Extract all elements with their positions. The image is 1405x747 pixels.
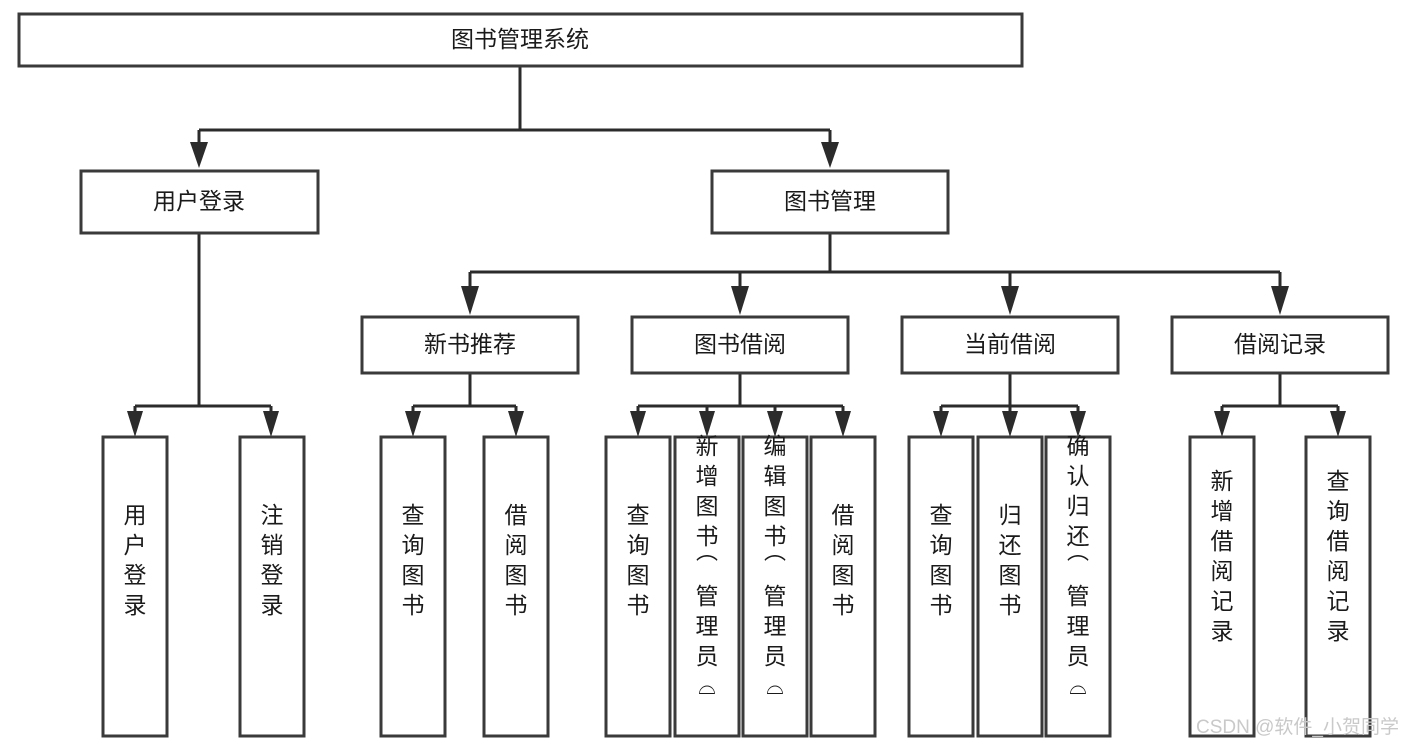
node-book-borrow[interactable]: 图书借阅 xyxy=(630,315,850,375)
node-leaf-borrow-book[interactable]: 借阅图书 xyxy=(809,435,877,738)
arrow-head-icon xyxy=(821,142,839,168)
node-book-borrow-label: 图书借阅 xyxy=(694,331,786,357)
arrow-head-icon xyxy=(1330,411,1346,437)
node-leaf-confirm-return-admin[interactable]: 确认归还⌒管理员⌓ xyxy=(1044,433,1112,738)
node-leaf-query-borrow-record[interactable]: 查询借阅记录 xyxy=(1304,435,1372,738)
node-borrow-records-label: 借阅记录 xyxy=(1234,331,1326,357)
node-leaf-query-book-current[interactable]: 查询图书 xyxy=(907,435,975,738)
watermark-label: CSDN @软件_小贺同学 xyxy=(1196,716,1399,738)
node-current-borrow[interactable]: 当前借阅 xyxy=(900,315,1120,375)
arrow-head-icon xyxy=(1070,411,1086,437)
node-book-management[interactable]: 图书管理 xyxy=(710,169,950,235)
node-current-borrow-label: 当前借阅 xyxy=(964,331,1056,357)
node-leaf-query-book-current-label: 查询图书 xyxy=(930,502,953,618)
connector-currentborrow-to-leaves xyxy=(933,373,1086,437)
node-leaf-edit-book-admin-label: 编辑图书⌒管理员⌓ xyxy=(764,433,787,699)
node-new-book-recommend-label: 新书推荐 xyxy=(424,331,516,357)
node-leaf-edit-book-admin[interactable]: 编辑图书⌒管理员⌓ xyxy=(741,433,809,738)
node-leaf-confirm-return-admin-label: 确认归还⌒管理员⌓ xyxy=(1067,433,1090,699)
node-leaf-borrow-book-recommend-label: 借阅图书 xyxy=(505,502,528,618)
arrow-head-icon xyxy=(405,411,421,437)
arrow-head-icon xyxy=(1002,411,1018,437)
node-leaf-query-borrow-record-label: 查询借阅记录 xyxy=(1327,468,1350,644)
arrow-head-icon xyxy=(1001,286,1019,315)
connector-bookmgmt-to-level3 xyxy=(461,233,1289,315)
node-borrow-records[interactable]: 借阅记录 xyxy=(1170,315,1390,375)
arrow-head-icon xyxy=(461,286,479,315)
arrow-head-icon xyxy=(699,411,715,437)
arrow-head-icon xyxy=(630,411,646,437)
node-leaf-borrow-book-recommend[interactable]: 借阅图书 xyxy=(482,435,550,738)
arrow-head-icon xyxy=(190,142,208,168)
node-leaf-borrow-book-label: 借阅图书 xyxy=(832,502,855,618)
node-leaf-query-book-recommend-label: 查询图书 xyxy=(402,502,425,618)
node-leaf-add-book-admin-label: 新增图书⌒管理员⌓ xyxy=(696,433,719,699)
node-leaf-logout[interactable]: 注销登录 xyxy=(238,435,306,738)
arrow-head-icon xyxy=(933,411,949,437)
arrow-head-icon xyxy=(263,411,279,437)
node-leaf-query-book-recommend[interactable]: 查询图书 xyxy=(379,435,447,738)
node-leaf-add-borrow-record[interactable]: 新增借阅记录 xyxy=(1188,435,1256,738)
connector-borrowrecords-to-leaves xyxy=(1214,373,1346,437)
arrow-head-icon xyxy=(767,411,783,437)
arrow-head-icon xyxy=(731,286,749,315)
node-leaf-query-book-label: 查询图书 xyxy=(627,502,650,618)
node-leaf-user-login[interactable]: 用户登录 xyxy=(101,435,169,738)
arrow-head-icon xyxy=(1214,411,1230,437)
node-new-book-recommend[interactable]: 新书推荐 xyxy=(360,315,580,375)
node-leaf-logout-label: 注销登录 xyxy=(261,502,284,618)
connector-root-to-level2 xyxy=(190,67,839,168)
arrow-head-icon xyxy=(508,411,524,437)
node-leaf-add-book-admin[interactable]: 新增图书⌒管理员⌓ xyxy=(673,433,741,738)
node-leaf-user-login-label: 用户登录 xyxy=(124,502,147,618)
node-leaf-return-book[interactable]: 归还图书 xyxy=(976,435,1044,738)
node-root-book-management-system[interactable]: 图书管理系统 xyxy=(17,12,1024,68)
node-leaf-return-book-label: 归还图书 xyxy=(999,502,1022,618)
connector-bookborrow-to-leaves xyxy=(630,373,851,437)
arrow-head-icon xyxy=(835,411,851,437)
node-root-label: 图书管理系统 xyxy=(451,26,589,52)
node-leaf-add-borrow-record-label: 新增借阅记录 xyxy=(1211,468,1234,644)
node-user-login-label: 用户登录 xyxy=(153,188,245,214)
arrow-head-icon xyxy=(127,411,143,437)
connector-newbook-to-leaves xyxy=(405,373,524,437)
connector-userlogin-to-leaves xyxy=(127,233,279,437)
node-leaf-query-book[interactable]: 查询图书 xyxy=(604,435,672,738)
node-book-management-label: 图书管理 xyxy=(784,188,876,214)
node-user-login[interactable]: 用户登录 xyxy=(79,169,320,235)
arrow-head-icon xyxy=(1271,286,1289,315)
